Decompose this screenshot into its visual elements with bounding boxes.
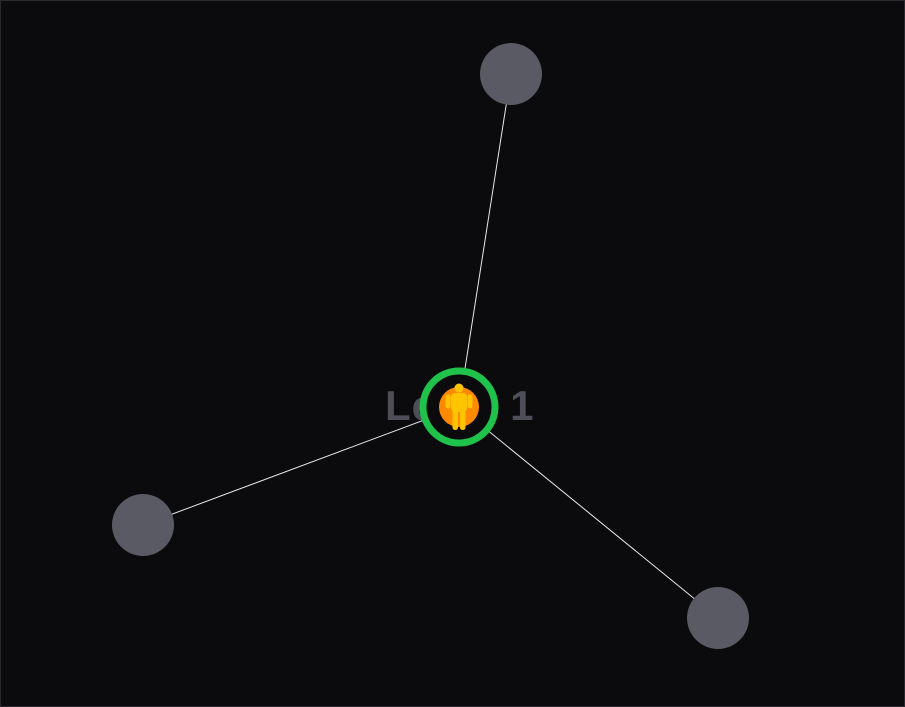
node-left[interactable] xyxy=(112,494,174,556)
node-top[interactable] xyxy=(480,43,542,105)
node-bottom-right[interactable] xyxy=(687,587,749,649)
player-figure-icon xyxy=(445,383,473,430)
edge-center-top xyxy=(458,73,512,408)
edge-center-bottom-right xyxy=(458,406,719,619)
player-node[interactable] xyxy=(419,367,499,447)
edge-center-left xyxy=(142,406,460,526)
